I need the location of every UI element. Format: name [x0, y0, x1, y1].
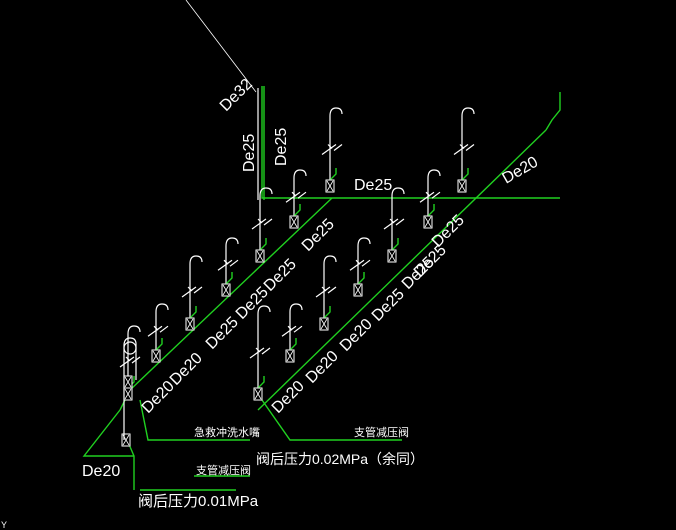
fx-b2-tap [281, 325, 303, 337]
fx-a2-riser [155, 303, 169, 356]
fx-b4-valve-cross [354, 284, 362, 296]
fx-a3-valve-cross [186, 318, 194, 330]
fx-b5-riser [391, 187, 405, 256]
fx-b5-valve-cross [388, 250, 396, 262]
fx-a6-valve-cross [290, 216, 298, 228]
fx-a3-tap [181, 286, 203, 298]
fx-a4-riser [225, 237, 239, 290]
label-de20-right: De20 [500, 154, 542, 188]
lower-label: De25 [369, 286, 408, 325]
lower-label: De20 [303, 348, 342, 387]
fx-a5-tap [251, 218, 273, 230]
leader-prv-left [127, 441, 135, 490]
fx-a2-tap [147, 325, 169, 337]
fx-a4-tap [217, 259, 239, 271]
upper-label: De25 [203, 314, 242, 353]
fx-a1-riser [127, 325, 141, 394]
fx-a7-valve-cross [326, 180, 334, 192]
fixture-group [119, 107, 475, 447]
fx-a2-valve-cross [152, 350, 160, 362]
riser-main-green [261, 86, 560, 199]
label-de25-vertical-b: De25 [273, 128, 290, 166]
fx-a6-tap [285, 191, 307, 203]
annotation-prv-right: 支管减压阀 [354, 425, 409, 439]
lower-diagonal-pipe [257, 129, 547, 411]
bottom-left-pipe [82, 409, 134, 457]
upper-label: De20 [139, 378, 178, 417]
label-lower-diag-end: De25 [429, 212, 468, 251]
label-de25-top: De25 [354, 177, 392, 194]
fx-b7-tap [453, 144, 475, 155]
fx-b4-riser [357, 237, 371, 290]
fx-b2-riser [289, 303, 303, 356]
upper-label: De25 [299, 216, 338, 255]
fx-b5-tap [383, 218, 405, 230]
upper-label: De25 [233, 284, 272, 323]
leader-prv-right [261, 399, 402, 441]
label-de20-bottom-left: De20 [82, 463, 120, 480]
fx-a7-tap [321, 144, 343, 155]
fx-b3-valve-cross [320, 318, 328, 330]
fx-b6-valve-cross [424, 216, 432, 228]
fx-b4-tap [349, 259, 371, 271]
upper-label: De20 [167, 350, 206, 389]
label-de32: De32 [217, 76, 256, 115]
fx-nozzle-valve-cross [124, 376, 132, 388]
lower-label: De20 [269, 378, 308, 417]
top-right-riser [545, 92, 561, 131]
fx-a1-valve-cross [124, 388, 132, 400]
fx-b3-riser [323, 255, 337, 324]
fx-b7-valve-cross [458, 180, 466, 192]
annotation-prv-left: 支管减压阀 [196, 463, 251, 477]
fx-b3-tap [315, 286, 337, 298]
annotation-pressure-right: 阀后压力0.02MPa（余同） [256, 451, 424, 467]
fx-a5-riser [259, 187, 273, 256]
fx-a3-riser [189, 255, 203, 324]
fx-b1-riser [257, 305, 271, 394]
lower-label: De20 [337, 316, 376, 355]
fx-b2-valve-cross [286, 350, 294, 362]
upper-diagonal-pipe [119, 197, 333, 411]
leader-nozzle [139, 399, 250, 441]
fx-a5-valve-cross [256, 250, 264, 262]
annotation-pressure-left: 阀后压力0.01MPa [138, 493, 259, 510]
fx-a7-riser [329, 107, 343, 186]
fx-a6-riser [293, 169, 307, 222]
annotation-emergency-nozzle: 急救冲洗水嘴 [194, 425, 260, 439]
upper-label: De25 [261, 256, 300, 295]
corner-mark: Y [1, 520, 7, 530]
fx-b1-tap [249, 347, 271, 359]
fx-b6-riser [427, 169, 441, 222]
emergency-riser [123, 337, 137, 440]
fx-b7-riser [461, 107, 475, 186]
fx-a1-tap [119, 356, 141, 368]
fx-b1-valve-cross [254, 388, 262, 400]
leader-line-top [185, 0, 257, 93]
fx-a4-valve-cross [222, 284, 230, 296]
fx-b6-tap [419, 191, 441, 203]
label-de25-vertical-a: De25 [241, 134, 258, 172]
nozzle-icon [123, 341, 137, 355]
